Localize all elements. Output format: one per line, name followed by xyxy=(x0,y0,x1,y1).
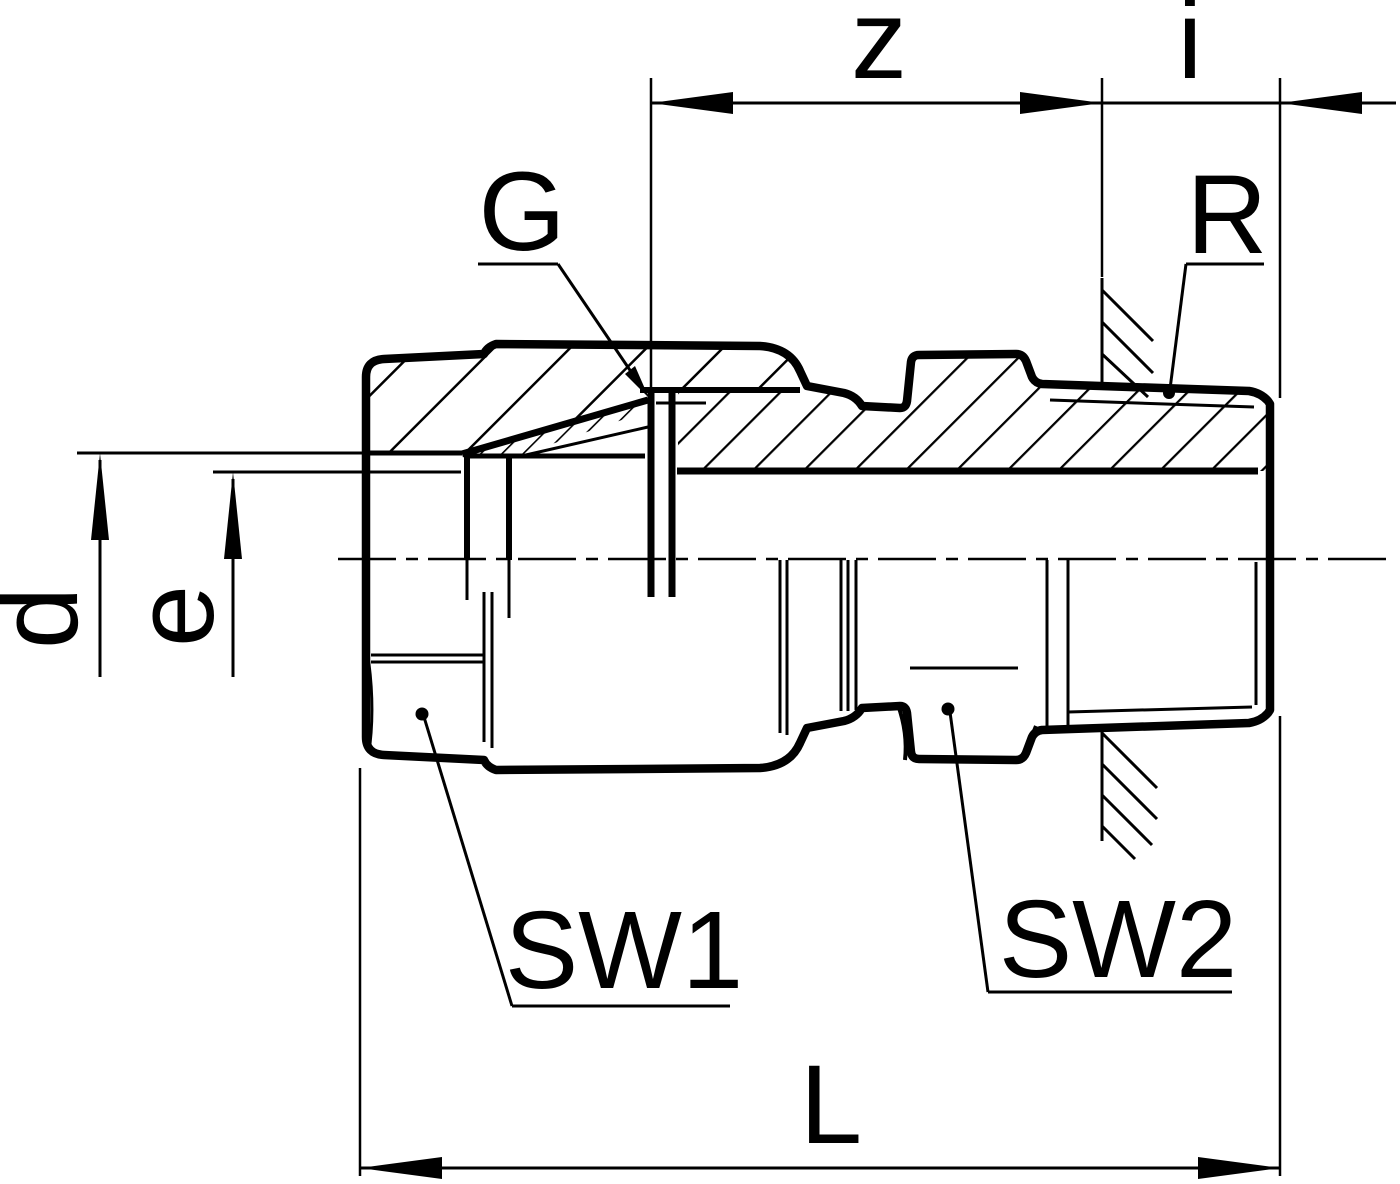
d-arrowhead xyxy=(91,453,109,540)
body-section-hatch xyxy=(678,354,1270,471)
sleeve-cone-line xyxy=(461,396,649,458)
reference-e: e xyxy=(112,470,461,677)
part-outline xyxy=(361,339,1275,775)
dim-label-L: L xyxy=(800,1042,862,1167)
arrow-i-right xyxy=(1280,92,1362,114)
wall-hatch-l2 xyxy=(1100,762,1159,821)
label-G: G xyxy=(478,149,565,274)
dimension-L: L xyxy=(358,716,1282,1179)
arrow-z-left xyxy=(651,92,733,114)
dim-label-z: z xyxy=(851,0,907,102)
label-d: d xyxy=(0,587,101,649)
sleeve-cone-inner-line xyxy=(516,425,649,459)
wall-hatch-u1 xyxy=(1100,288,1155,343)
label-R: R xyxy=(1187,152,1268,277)
wall-hatch-l4 xyxy=(1100,824,1137,861)
label-SW2-leader xyxy=(948,711,990,993)
label-R-dot xyxy=(1163,387,1175,399)
dim-label-i: i xyxy=(1178,0,1203,102)
label-SW1-leader xyxy=(422,716,514,1007)
reference-d: d xyxy=(0,451,364,677)
sw2-hex-chamfer-left xyxy=(896,704,908,761)
callout-G: G xyxy=(478,149,649,398)
e-arrowhead xyxy=(224,472,242,559)
arrow-z-right xyxy=(1020,92,1102,114)
arrow-L-left xyxy=(360,1157,442,1179)
label-G-arrowhead xyxy=(625,366,649,398)
wall-surface-upper xyxy=(1100,278,1155,399)
nut-section-hatch xyxy=(366,344,804,453)
sectioned-part xyxy=(361,339,1275,775)
interior-edges xyxy=(365,387,1258,761)
callout-SW1: SW1 xyxy=(415,707,743,1012)
sw2-hex-chamfer-right xyxy=(1018,725,1038,761)
dimension-z-i: z i xyxy=(649,0,1396,398)
callout-R: R xyxy=(1163,152,1267,399)
wall-hatch-l3 xyxy=(1100,793,1154,847)
label-SW2: SW2 xyxy=(999,878,1237,1001)
sw1-hex-chamfer-arc xyxy=(365,649,374,745)
r-thread-root-lower xyxy=(1067,705,1253,714)
arrow-L-right xyxy=(1198,1157,1280,1179)
label-SW1: SW1 xyxy=(505,889,743,1012)
label-SW1-dot xyxy=(415,707,429,721)
callout-SW2: SW2 xyxy=(941,702,1237,1001)
wall-surface-lower xyxy=(1100,727,1159,861)
label-R-leader xyxy=(1168,263,1188,390)
wall-hatch-u2 xyxy=(1100,320,1155,375)
label-SW2-dot xyxy=(941,702,955,716)
label-e: e xyxy=(112,585,237,647)
label-G-leader xyxy=(556,263,642,386)
r-thread-root-upper xyxy=(1049,398,1255,409)
wall-hatch-u3 xyxy=(1100,352,1150,399)
wall-hatch-l1 xyxy=(1100,731,1159,790)
